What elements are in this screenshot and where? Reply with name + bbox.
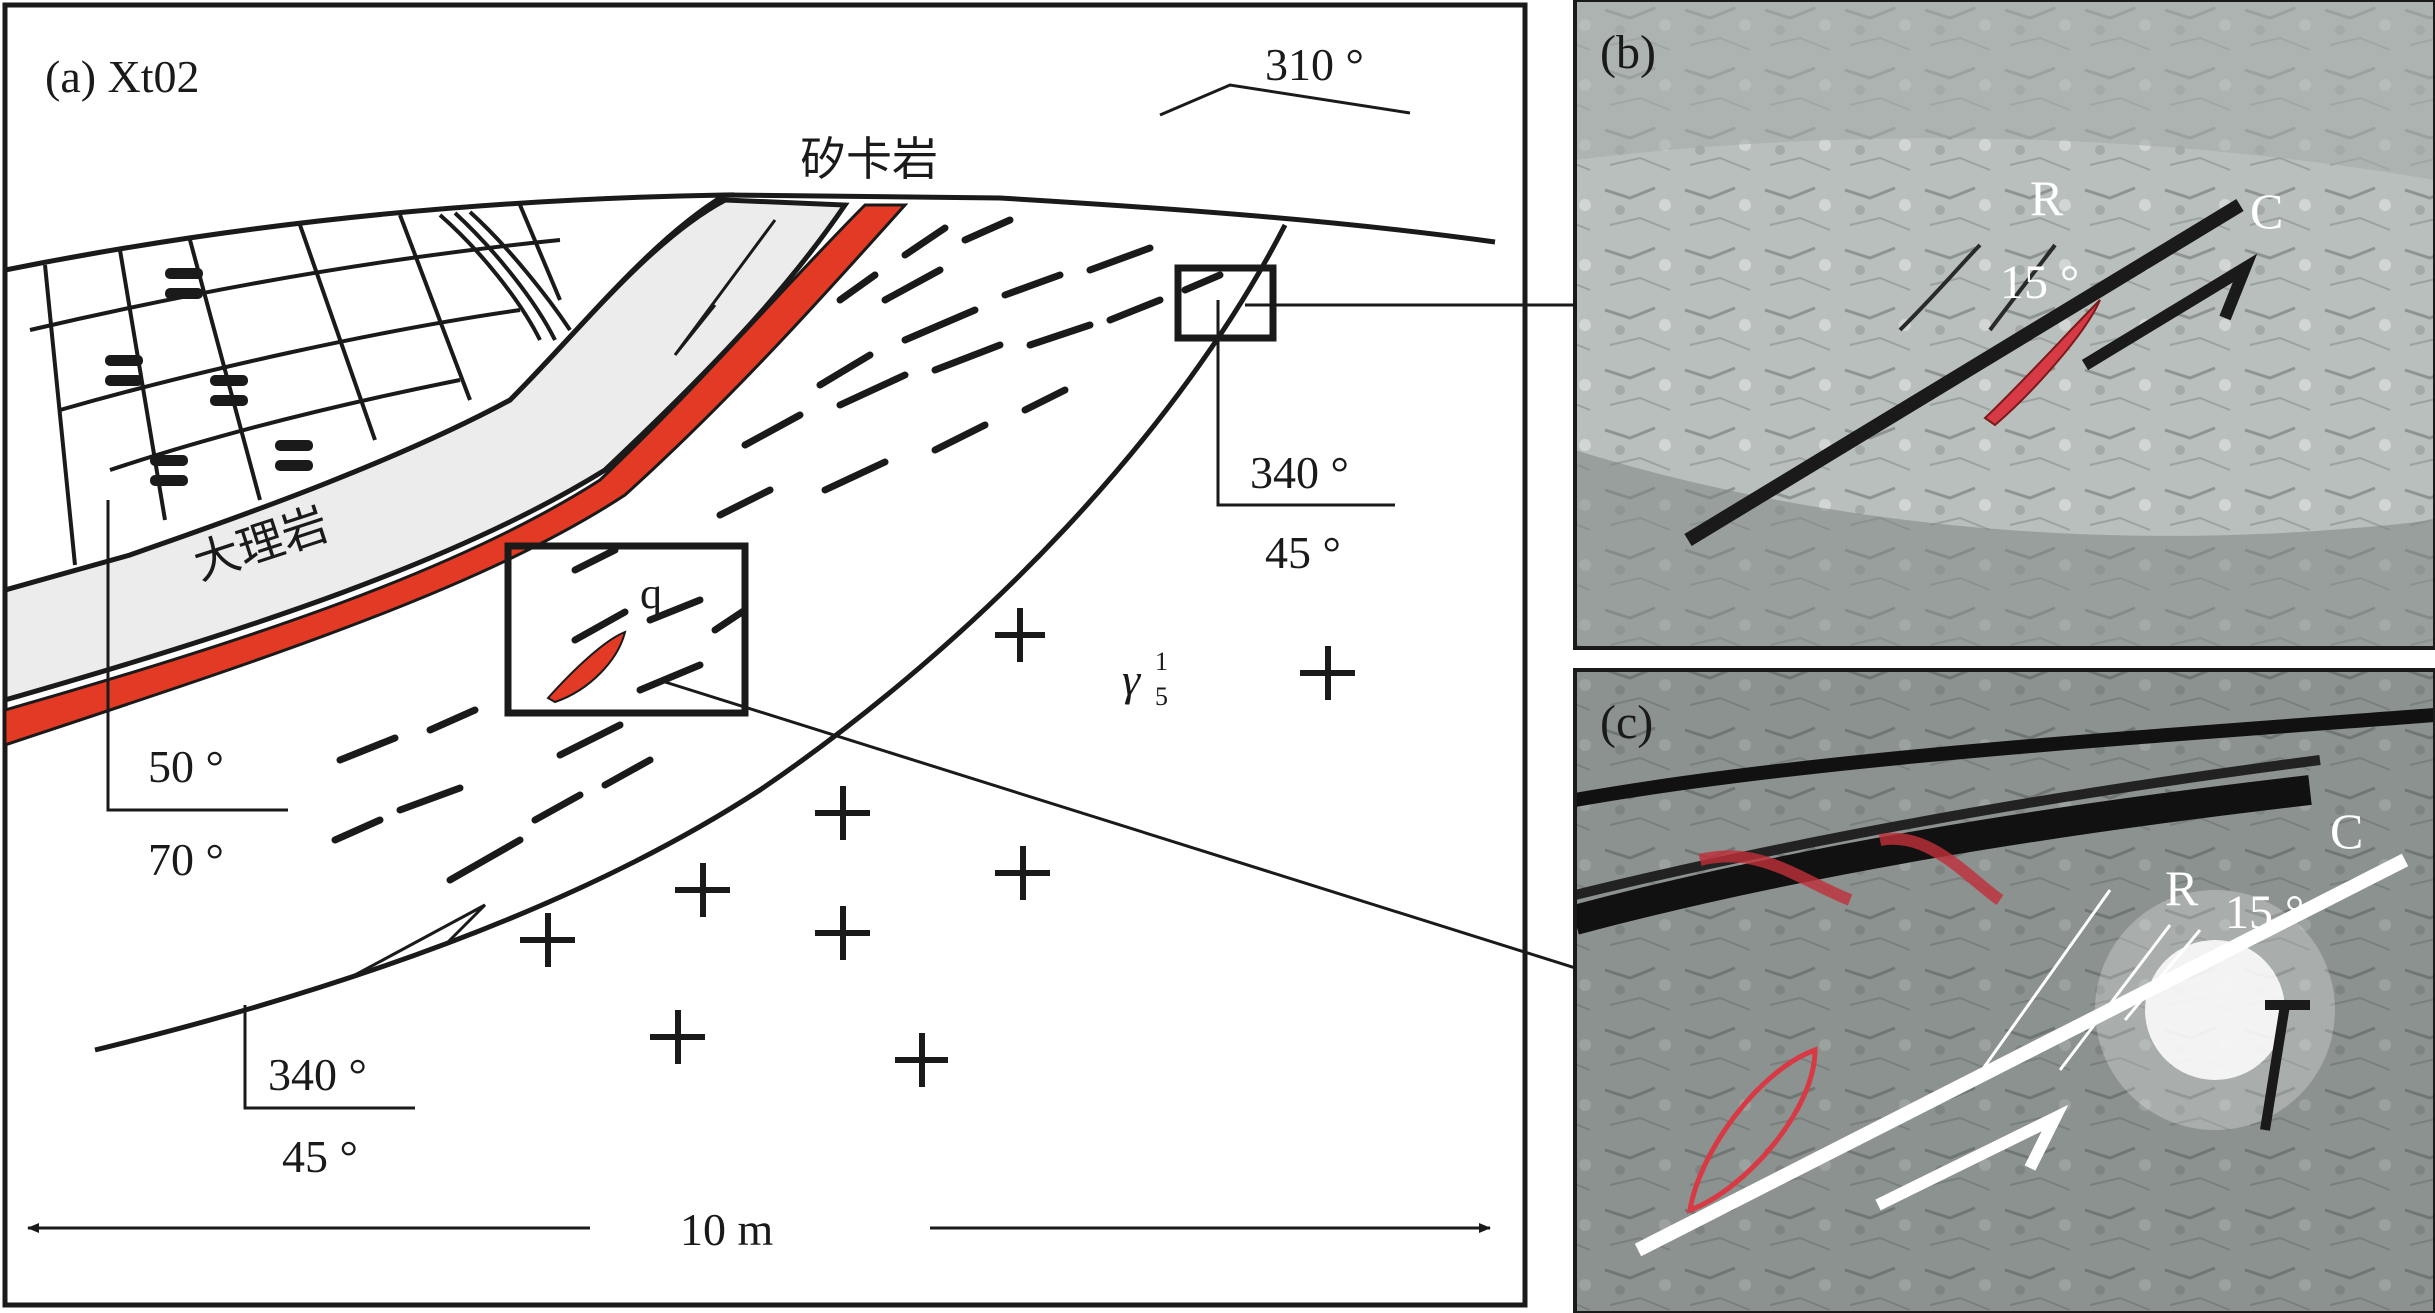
panel-b-label: (b) <box>1600 26 1656 79</box>
strike-dip-symbols <box>106 83 1411 1110</box>
red-lens-b <box>1983 299 2101 427</box>
orient-left-dir: 50 ° <box>148 741 224 792</box>
r-label-b: R <box>2030 170 2064 226</box>
angle-label-c: 15 ° <box>2225 886 2304 939</box>
scale-label: 10 m <box>680 1204 774 1255</box>
shear-arrow-b <box>2081 253 2258 371</box>
panel-a: (a) Xt02 矽卡岩 大理岩 q γ 1 5 310 ° 340 ° 45 … <box>2 2 1528 1308</box>
orient-top-dir: 310 ° <box>1265 39 1364 90</box>
orient-right-dip: 45 ° <box>1265 527 1341 578</box>
panel-b: (b) R C 15 ° <box>1573 0 2435 650</box>
c-label-b: C <box>2250 183 2283 239</box>
r-shear-lines-b <box>1898 243 2057 332</box>
orient-bottom-dir: 340 ° <box>268 1049 367 1100</box>
panel-b-frame <box>1573 0 2435 650</box>
quartz-lens <box>546 630 627 704</box>
shear-foliation <box>331 216 1224 884</box>
granite-super: 1 <box>1155 647 1168 676</box>
red-lens-c <box>1686 1046 1818 1214</box>
granite-symbol: γ <box>1122 654 1142 705</box>
c-plane-line-b <box>1684 199 2244 546</box>
outcrop-box-q <box>504 542 749 717</box>
r-shear-lines-c <box>1973 889 2202 1081</box>
skarn-label: 矽卡岩 <box>800 132 938 186</box>
marble-dash-marks <box>105 268 313 486</box>
orient-right-dir: 340 ° <box>1250 447 1349 498</box>
top-surface-line <box>724 192 1496 245</box>
block-lines <box>29 204 572 566</box>
r-label-c: R <box>2165 860 2199 916</box>
shear-arrow-c <box>1875 1104 2069 1211</box>
q-label: q <box>640 569 662 618</box>
outcrop-box-b <box>1174 264 1277 342</box>
granite-sub: 5 <box>1155 682 1168 711</box>
skarn-band <box>5 203 909 747</box>
c-plane-line-c <box>1634 853 2409 1257</box>
panel-c: (c) R C 15 ° <box>1573 668 2435 1313</box>
c-label-c: C <box>2330 803 2363 859</box>
orient-left-dip: 70 ° <box>148 834 224 885</box>
panel-a-label: (a) Xt02 <box>45 51 200 102</box>
panel-c-label: (c) <box>1600 696 1653 749</box>
shear-sense-arrows <box>354 219 777 977</box>
panel-c-frame <box>1573 668 2435 1313</box>
angle-label-b: 15 ° <box>2000 256 2079 309</box>
granite-crosses <box>520 608 1355 1087</box>
orient-bottom-dip: 45 ° <box>282 1131 358 1182</box>
granite-contact-line <box>94 223 1288 1053</box>
connector-arrow-c <box>664 680 1726 1017</box>
